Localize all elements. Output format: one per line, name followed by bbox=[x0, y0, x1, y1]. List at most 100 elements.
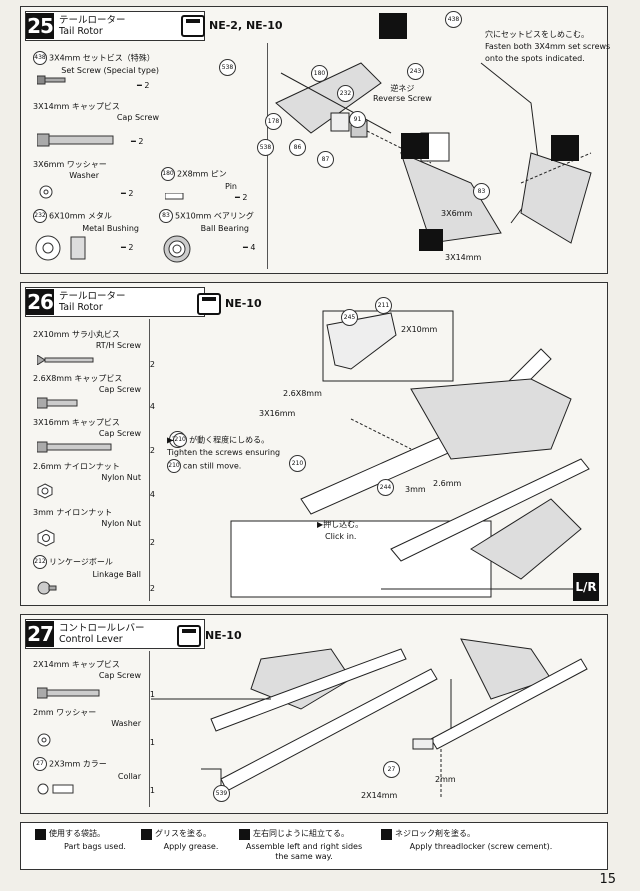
size-label: 2.6X8mm bbox=[283, 389, 322, 398]
part-qty: 1 bbox=[149, 690, 155, 699]
part-callout: 538 bbox=[219, 59, 236, 76]
threadlocker-icon bbox=[551, 135, 579, 161]
cap-screw-icon bbox=[37, 441, 112, 453]
part-bag-icon bbox=[197, 293, 221, 315]
washer-icon bbox=[37, 733, 51, 747]
part-callout: 210 bbox=[289, 455, 306, 472]
size-label: 3mm bbox=[405, 485, 426, 494]
part-callout: 243 bbox=[407, 63, 424, 80]
model-label: NE-10 bbox=[225, 297, 262, 310]
cap-screw-icon bbox=[37, 397, 78, 409]
part-bag-icon bbox=[35, 829, 46, 840]
legend-item: 左右同じように組立てる。 Assemble left and right sid… bbox=[239, 829, 369, 862]
ball-bearing-icon bbox=[163, 235, 191, 263]
part-callout: 87 bbox=[317, 151, 334, 168]
part-bag-icon bbox=[177, 625, 201, 647]
left-right-icon: L/R bbox=[573, 573, 599, 601]
size-label: 3X16mm bbox=[259, 409, 296, 418]
nylon-nut-icon bbox=[37, 483, 53, 499]
size-label: 2X14mm bbox=[361, 791, 398, 800]
part-qty: 2 bbox=[149, 360, 155, 369]
part-qty: 2 bbox=[149, 584, 155, 593]
page-number: 15 bbox=[599, 872, 616, 887]
step-title-jp: テールローター bbox=[59, 291, 126, 302]
size-label: 2mm bbox=[435, 775, 456, 784]
step-title-en: Control Lever bbox=[59, 634, 123, 645]
size-label: 2X10mm bbox=[401, 325, 438, 334]
part-callout: 27 bbox=[383, 761, 400, 778]
step-header: 25 テールローター Tail Rotor bbox=[25, 11, 205, 41]
screw-icon bbox=[37, 75, 66, 85]
part-number-badge: 438 bbox=[33, 51, 47, 65]
grease-icon bbox=[141, 829, 152, 840]
parts-list bbox=[27, 319, 150, 601]
size-label: 2.6mm bbox=[433, 479, 462, 488]
part-qty: ━ 2 bbox=[121, 189, 134, 198]
step-title-jp: テールローター bbox=[59, 15, 126, 26]
grease-icon bbox=[401, 133, 429, 159]
part-callout: 178 bbox=[265, 113, 282, 130]
threadlocker-icon bbox=[419, 229, 443, 251]
size-label: 3X14mm bbox=[445, 253, 482, 262]
part-callout: 180 bbox=[311, 65, 328, 82]
symbol-legend: 使用する袋詰。 Part bags used. グリスを塗る。 Apply gr… bbox=[20, 822, 608, 870]
step-title-jp: コントロールレバー bbox=[59, 623, 145, 634]
model-label: NE-2, NE-10 bbox=[209, 19, 283, 32]
part-qty: ━ 2 bbox=[131, 137, 144, 146]
part-item: 3X6mm ワッシャー Washer bbox=[33, 160, 107, 180]
size-label: 3X6mm bbox=[441, 209, 473, 218]
part-callout: 245 bbox=[341, 309, 358, 326]
tail-rotor-assembly-diagram bbox=[230, 310, 591, 598]
part-qty: 2 bbox=[149, 446, 155, 455]
nylon-nut-icon bbox=[37, 529, 55, 547]
legend-item: グリスを塗る。 Apply grease. bbox=[141, 829, 241, 852]
reverse-screw-label: 逆ネジ Reverse Screw bbox=[373, 84, 432, 103]
step-number: 27 bbox=[26, 621, 54, 647]
legend-item: ネジロック剤を塗る。 Apply threadlocker (screw cem… bbox=[381, 829, 581, 852]
part-callout: 91 bbox=[349, 111, 366, 128]
part-callout: 438 bbox=[445, 11, 462, 28]
cap-screw-icon bbox=[37, 133, 114, 147]
metal-bushing-icon bbox=[35, 235, 86, 261]
part-item: 3X14mm キャップビス Cap Screw bbox=[33, 102, 159, 122]
part-qty: 4 bbox=[149, 490, 155, 499]
step-header: 27 コントロールレバー Control Lever bbox=[25, 619, 205, 649]
step-27-panel: 27 コントロールレバー Control Lever NE-10 2X14mm … bbox=[20, 614, 608, 814]
click-in-note: ▶押し込む。 Click in. bbox=[317, 520, 364, 541]
part-callout: 244 bbox=[377, 479, 394, 496]
left-right-icon bbox=[239, 829, 250, 840]
step-number: 25 bbox=[26, 13, 54, 39]
linkage-ball-icon bbox=[37, 581, 57, 595]
model-label: NE-10 bbox=[205, 629, 242, 642]
step-number: 26 bbox=[26, 289, 54, 315]
collar-icon bbox=[37, 783, 74, 795]
step-header: 26 テールローター Tail Rotor bbox=[25, 287, 205, 317]
part-qty: 1 bbox=[149, 786, 155, 795]
part-bag-icon bbox=[181, 15, 205, 37]
set-screw-note: 穴にセットビスをしめこむ。 Fasten both 3X4mm set scre… bbox=[485, 30, 611, 63]
part-callout: 539 bbox=[213, 785, 230, 802]
part-callout: 538 bbox=[257, 139, 274, 156]
cap-screw-icon bbox=[37, 687, 100, 699]
part-qty: ━ 4 bbox=[243, 243, 256, 252]
control-lever-diagram bbox=[151, 638, 588, 799]
legend-item: 使用する袋詰。 Part bags used. bbox=[35, 829, 155, 852]
part-callout: 86 bbox=[289, 139, 306, 156]
washer-icon bbox=[39, 185, 53, 199]
step-26-panel: 26 テールローター Tail Rotor NE-10 2X10mm サラ小丸ビ… bbox=[20, 282, 608, 606]
part-qty: 2 bbox=[149, 538, 155, 547]
